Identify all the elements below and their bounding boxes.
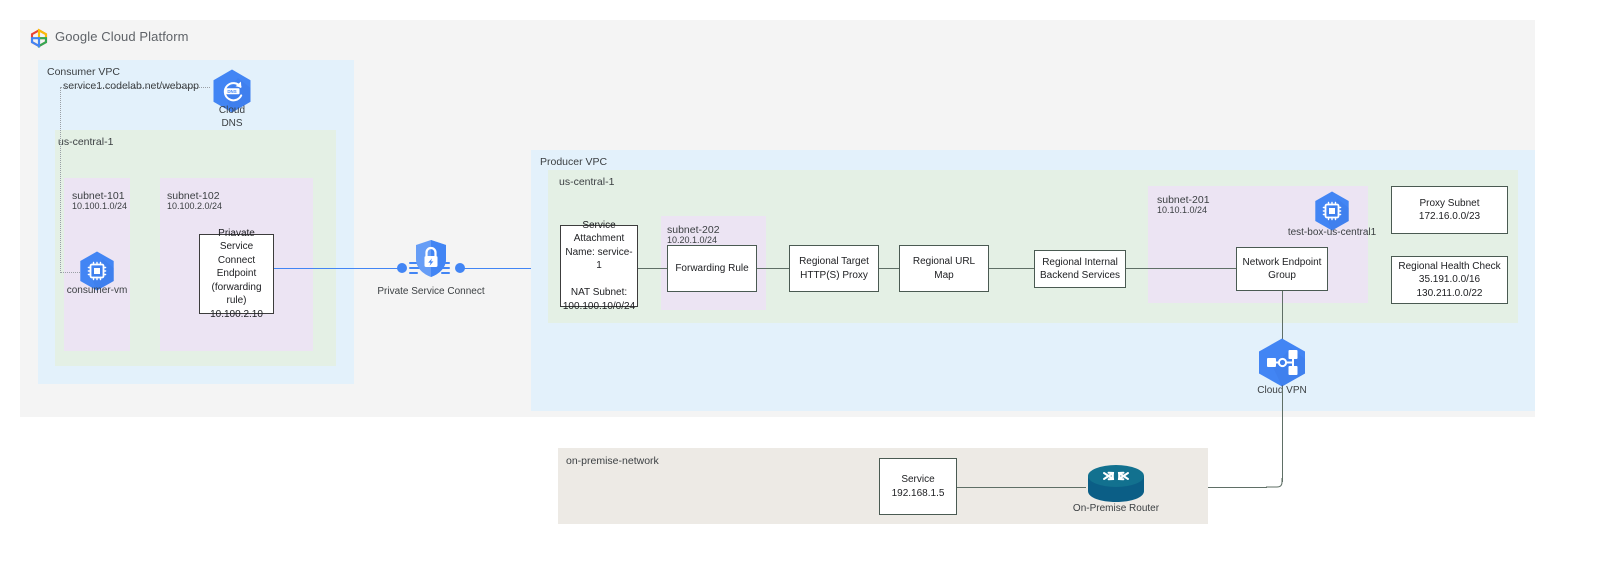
subnet-202-name: subnet-202 (667, 224, 720, 236)
regional-url-map-node[interactable]: Regional URL Map (899, 245, 989, 292)
link-neg-to-vpn-upper (1282, 291, 1283, 341)
consumer-vm-label: consumer-vm (66, 285, 128, 296)
link-backend-to-neg (1126, 268, 1236, 269)
on-premise-service-node[interactable]: Service 192.168.1.5 (879, 458, 957, 515)
producer-vpc-label: Producer VPC (540, 156, 608, 168)
compute-vm-icon[interactable] (1313, 190, 1351, 232)
subnet-101-cidr: 10.100.1.0/24 (72, 201, 128, 211)
link-vpn-to-onprem-elbow (1266, 478, 1283, 488)
on-premise-router-label: On-Premise Router (1072, 503, 1160, 514)
cloud-dns-icon[interactable]: DNS (211, 68, 253, 114)
link-proxy-to-urlmap (879, 268, 899, 269)
producer-region-label: us-central-1 (559, 176, 615, 188)
service-attachment-node[interactable]: Service Attachment Name: service-1 NAT S… (560, 220, 638, 312)
subnet-201-name: subnet-201 (1157, 194, 1210, 206)
dns-path-horizontal (60, 87, 210, 88)
regional-health-check-node[interactable]: Regional Health Check 35.191.0.0/16 130.… (1391, 256, 1508, 304)
link-vpn-to-onprem-vertical (1282, 387, 1283, 482)
psc-link-left (274, 268, 404, 269)
link-service-to-router (957, 487, 1086, 488)
link-urlmap-to-backend (989, 268, 1034, 269)
link-forwarding-to-proxy (757, 268, 789, 269)
subnet-102-name: subnet-102 (167, 190, 220, 202)
dns-path-to-vm (60, 272, 82, 273)
regional-target-proxy-node[interactable]: Regional Target HTTP(S) Proxy (789, 245, 879, 292)
on-premise-network-label: on-premise-network (566, 455, 659, 467)
subnet-102-cidr: 10.100.2.0/24 (167, 201, 223, 211)
cloud-vpn-label: Cloud VPN (1257, 385, 1307, 396)
cloud-dns-label: Cloud DNS (218, 105, 246, 129)
page-title: Google Cloud Platform (55, 29, 189, 44)
regional-backend-services-node[interactable]: Regional Internal Backend Services (1034, 250, 1126, 288)
subnet-201-cidr: 10.10.1.0/24 (1157, 205, 1208, 215)
private-service-connect-label: Private Service Connect (377, 286, 485, 297)
network-endpoint-group-node[interactable]: Network Endpoint Group (1236, 247, 1328, 291)
psc-endpoint-node[interactable]: Priavate Service Connect Endpoint (forwa… (199, 228, 274, 320)
psc-link-right (458, 268, 560, 269)
subnet-101-name: subnet-101 (72, 190, 125, 202)
on-premise-router-icon[interactable] (1086, 464, 1146, 504)
private-service-connect-icon[interactable] (396, 238, 466, 280)
consumer-vpc-label: Consumer VPC (47, 66, 120, 78)
subnet-202-cidr: 10.20.1.0/24 (667, 235, 718, 245)
forwarding-rule-node[interactable]: Forwarding Rule (667, 245, 757, 292)
compute-vm-icon[interactable] (78, 250, 116, 292)
consumer-region-label: us-central-1 (58, 136, 114, 148)
svg-text:DNS: DNS (227, 89, 236, 94)
proxy-subnet-node[interactable]: Proxy Subnet 172.16.0.0/23 (1391, 186, 1508, 234)
dns-record-label: service1.codelab.net/webapp (63, 80, 200, 92)
test-box-label: test-box-us-central1 (1287, 227, 1377, 238)
cloud-vpn-icon[interactable] (1253, 337, 1311, 387)
google-cloud-platform-logo (30, 28, 48, 48)
link-attachment-to-forwarding (638, 268, 667, 269)
dns-path-vertical (60, 87, 61, 273)
